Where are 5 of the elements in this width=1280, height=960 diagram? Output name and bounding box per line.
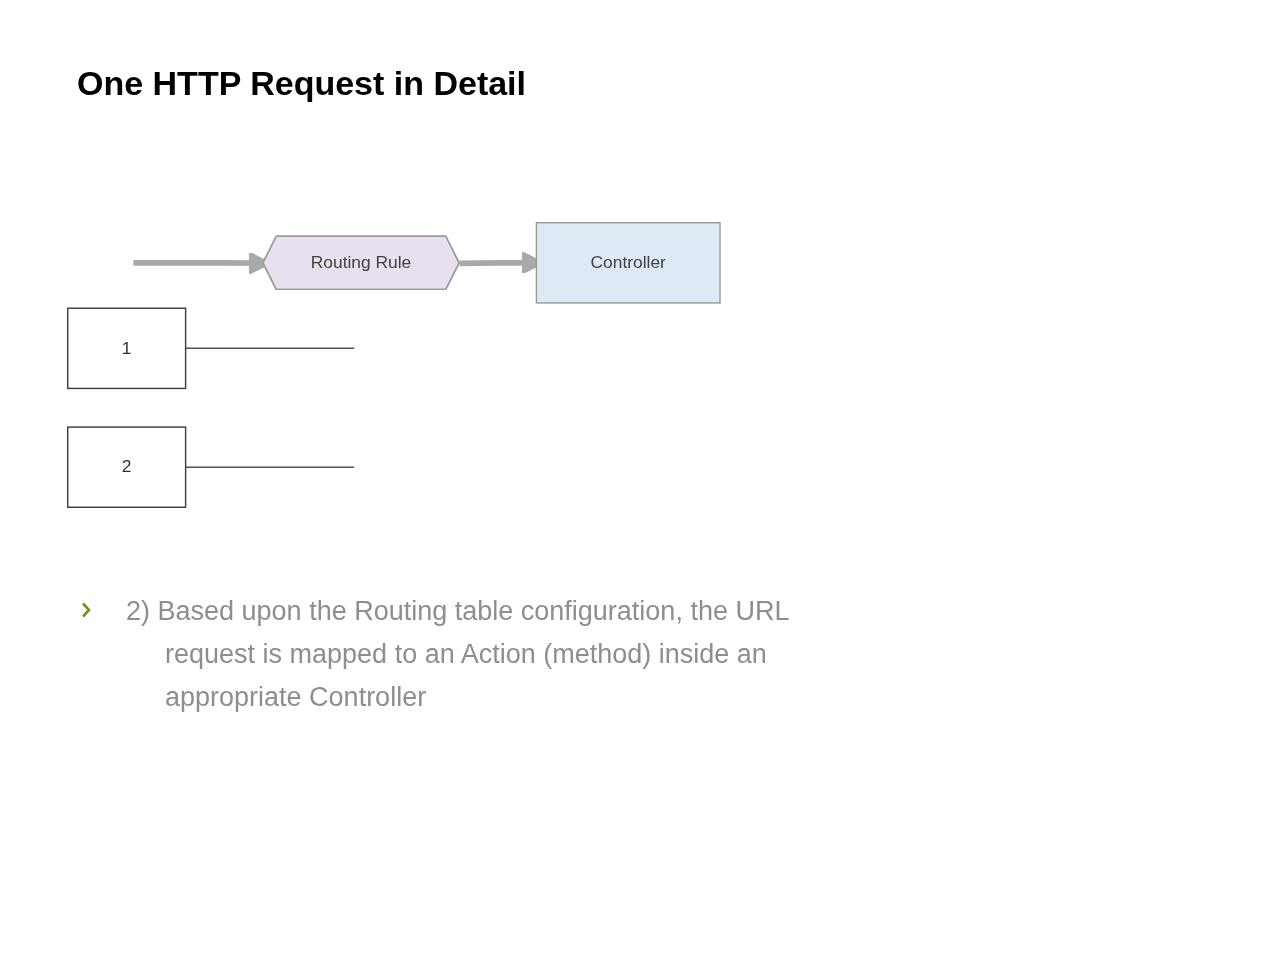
node-box: Controller [535, 222, 721, 304]
bullet-text: 2) Based upon the Routing table configuration, the URL request is mapped to an Action (method) inside an appropriate Controller [126, 595, 790, 714]
node-box: 1 [67, 307, 187, 390]
node-box: 2 [67, 426, 187, 508]
slide-title: One HTTP Request in Detail [77, 64, 526, 103]
